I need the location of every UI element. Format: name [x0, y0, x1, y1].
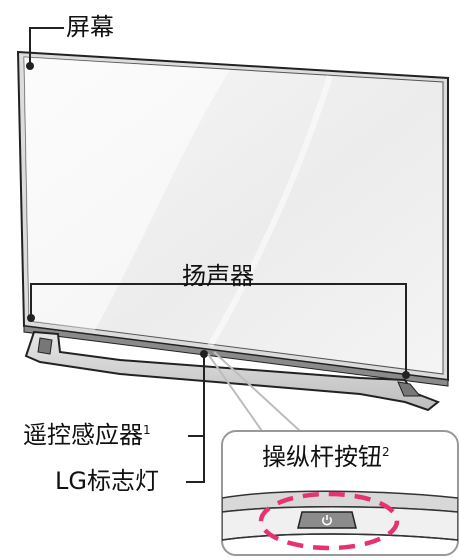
speaker-label: 扬声器 [182, 262, 254, 290]
tv-stand [24, 330, 440, 412]
joystick-label: 操纵杆按钮2 [262, 443, 390, 471]
joystick-text: 操纵杆按钮 [262, 443, 382, 471]
remote-sensor-text: 遥控感应器 [23, 421, 143, 449]
highlight-ring [258, 491, 400, 551]
speaker-bracket [30, 283, 407, 373]
footnote-1: 1 [143, 423, 151, 437]
tv-body [16, 50, 449, 387]
remote-sensor-label: 遥控感应器1 [23, 421, 151, 449]
lg-indicator-label: LG标志灯 [55, 467, 159, 495]
footnote-2: 2 [382, 445, 390, 459]
power-icon [322, 515, 332, 526]
screen-label: 屏幕 [66, 13, 114, 41]
sensor-marker [200, 350, 208, 358]
